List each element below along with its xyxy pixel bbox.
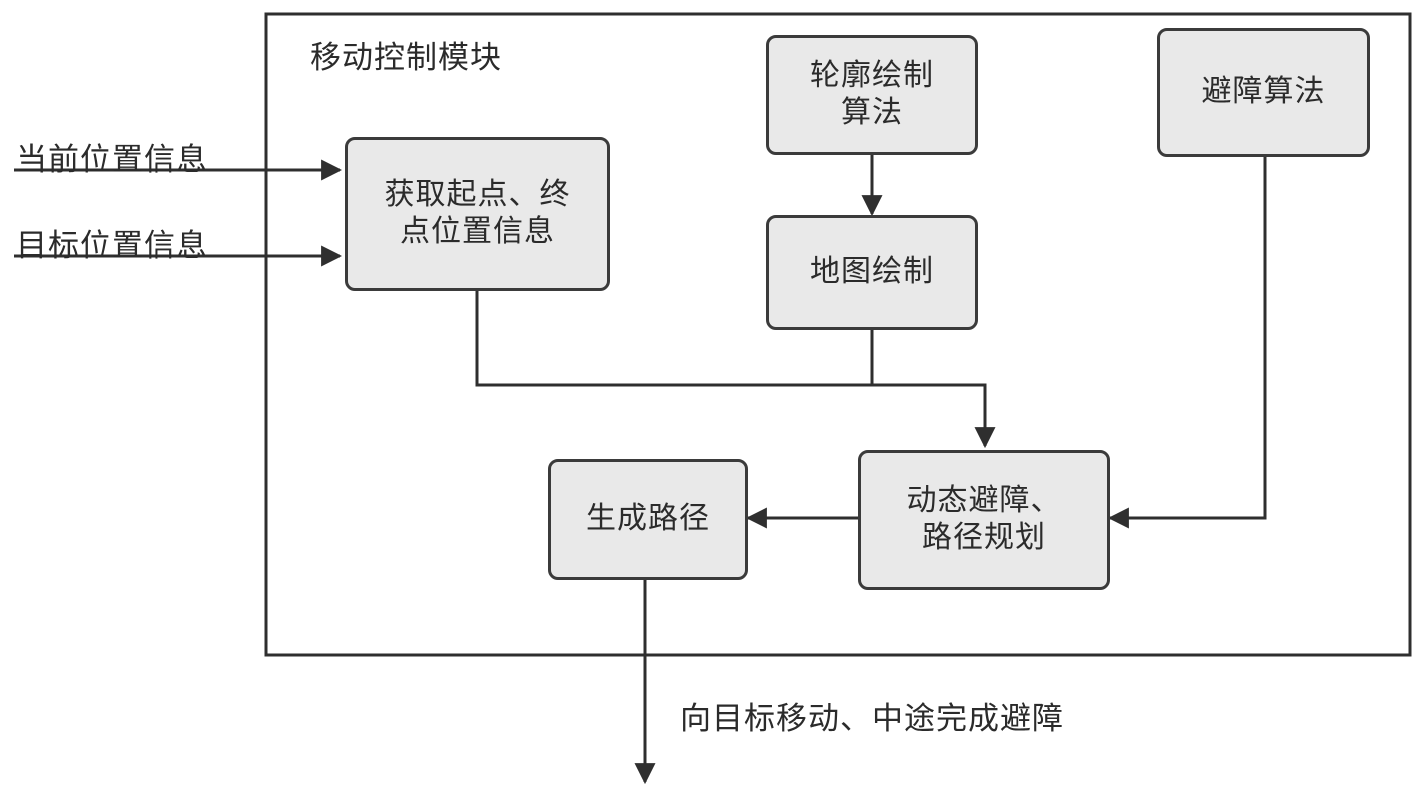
node-dynamic-avoidance-path-planning[interactable]: 动态避障、 路径规划 [858, 450, 1110, 590]
input-label-current-position: 当前位置信息 [16, 142, 208, 178]
node-map-drawing[interactable]: 地图绘制 [766, 215, 978, 330]
output-label-move-to-target: 向目标移动、中途完成避障 [680, 701, 1064, 737]
module-boundary-rect [264, 12, 1412, 657]
input-label-target-position: 目标位置信息 [16, 228, 208, 264]
node-get-start-end-position[interactable]: 获取起点、终 点位置信息 [345, 137, 610, 291]
node-obstacle-avoidance-algorithm[interactable]: 避障算法 [1157, 28, 1370, 157]
node-contour-drawing-algorithm[interactable]: 轮廓绘制 算法 [766, 35, 978, 155]
module-title: 移动控制模块 [310, 40, 502, 76]
edge-get-points-to-dynamic-avoidance [475, 291, 996, 449]
node-generate-path[interactable]: 生成路径 [548, 459, 748, 580]
edge-avoidance-algorithm-to-dynamic-avoidance [1107, 157, 1267, 529]
